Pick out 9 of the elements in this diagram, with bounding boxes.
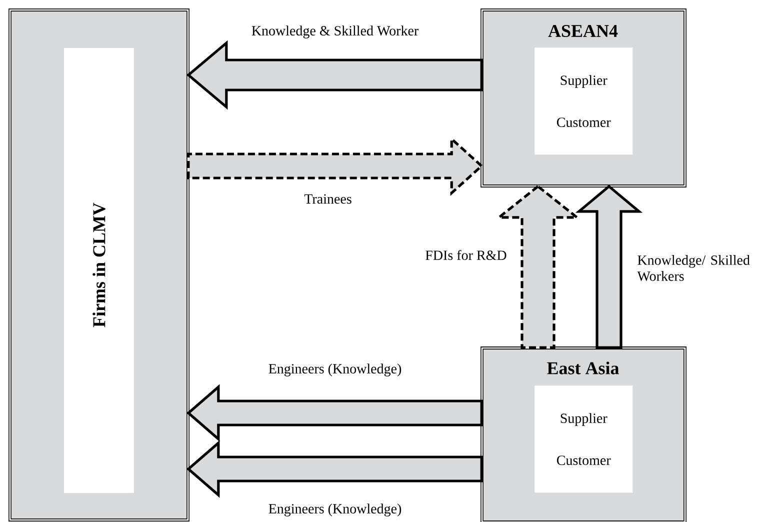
edge-label: Engineers (Knowledge) xyxy=(268,504,402,516)
edge-label: Trainees xyxy=(304,194,352,204)
region-box: Firms in CLMV xyxy=(8,8,190,522)
edge-label: Engineers (Knowledge) xyxy=(268,364,402,376)
edge-label: Knowledge/ Skilled Workers xyxy=(637,255,750,281)
edge-label: FDIs for R&D xyxy=(426,250,506,260)
edge-label: Knowledge & Skilled Worker xyxy=(252,26,419,38)
role-box: Supplier Customer xyxy=(534,386,633,493)
role-box: Supplier Customer xyxy=(534,48,633,155)
